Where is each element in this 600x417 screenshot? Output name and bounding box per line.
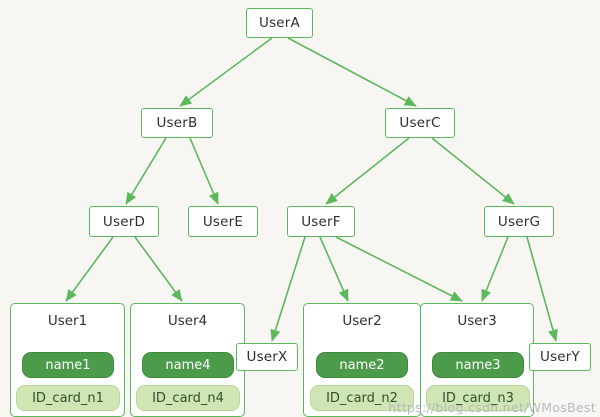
node-userd[interactable]: UserD [89,206,159,237]
attribute-pill-name3: name3 [432,352,524,378]
node-userb[interactable]: UserB [141,108,213,138]
attribute-pill-id-card-n3: ID_card_n3 [426,385,530,411]
node-userf[interactable]: UserF [287,206,355,237]
edge-UserF-to-UserX [270,236,306,342]
node-userc[interactable]: UserC [385,108,455,138]
group-title-user1: User1 [47,313,88,329]
edge-UserB-to-UserE [189,137,219,205]
edge-UserF-to-User2 [319,236,349,302]
attribute-pill-id-card-n1: ID_card_n1 [16,385,120,411]
edge-UserC-to-UserF [325,137,410,205]
node-userx[interactable]: UserX [236,343,298,371]
attribute-pill-id-card-n4: ID_card_n4 [136,385,240,411]
edge-paths [65,37,558,342]
attribute-pill-name2: name2 [316,352,408,378]
attribute-pill-id-card-n2: ID_card_n2 [310,385,414,411]
node-usery[interactable]: UserY [529,343,591,371]
edge-UserF-to-User3 [335,236,463,302]
group-title-user4: User4 [167,313,208,329]
edge-UserB-to-UserD [125,137,167,205]
edge-UserA-to-UserC [287,37,417,107]
edge-UserD-to-User4 [134,236,183,302]
edge-UserD-to-User1 [65,236,114,302]
group-title-user2: User2 [342,313,382,329]
node-usera[interactable]: UserA [246,8,313,38]
node-usere[interactable]: UserE [188,206,258,237]
edge-UserG-to-User3 [481,236,509,302]
edge-UserA-to-UserB [179,37,273,107]
attribute-pill-name1: name1 [22,352,114,378]
edge-UserC-to-UserG [431,137,515,205]
node-userg[interactable]: UserG [484,206,554,237]
attribute-pill-name4: name4 [142,352,234,378]
edge-UserG-to-UserY [526,236,558,342]
group-title-user3: User3 [457,313,497,329]
